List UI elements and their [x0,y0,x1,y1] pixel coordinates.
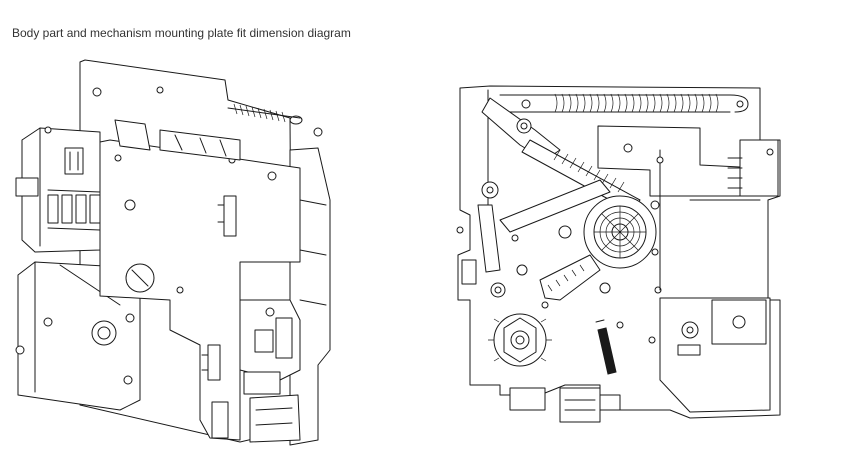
lower-gear-assembly [488,313,552,367]
mechanism-front-view-drawing [456,85,781,423]
plate-hole [124,199,136,211]
front-mechanism-plate [99,139,301,441]
top-spring [227,103,303,125]
diagram-caption: Body part and mechanism mounting plate f… [12,26,351,40]
lower-tab [211,401,229,439]
cam-pin [558,225,572,239]
small-coil-spring [595,319,617,375]
terminal-block [15,126,101,253]
main-gear-assembly [583,195,657,269]
body-part-isometric-drawing [15,59,331,446]
keyhole-slot [207,344,221,381]
back-plate-hole [156,86,164,94]
closing-spring [499,93,749,113]
side-connector [739,139,779,197]
pivot-pin [313,127,323,137]
operating-mechanism-box [15,261,141,411]
keyhole-slot [223,195,237,237]
ratchet-segment [539,254,601,301]
lower-linkage [239,299,301,443]
back-plate-hole [92,87,102,97]
bottom-latch [509,387,621,423]
